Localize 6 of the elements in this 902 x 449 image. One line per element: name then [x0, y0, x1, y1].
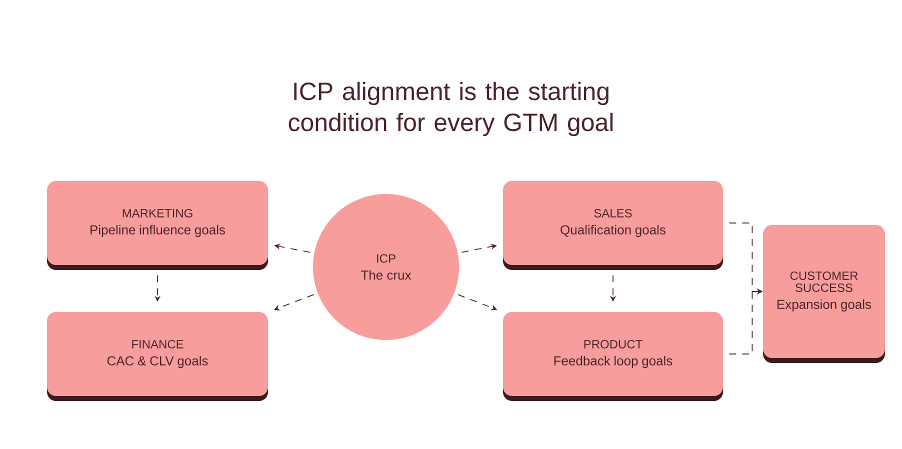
title: ICP alignment is the starting condition for every GTM goal	[288, 82, 613, 136]
goal-box: SALES Qualification goals	[503, 181, 723, 270]
goal-box: FINANCE CAC & CLV goals	[47, 312, 268, 401]
goal-box: MARKETING Pipeline influence goals	[47, 181, 268, 270]
goal-box: PRODUCT Feedback loop goals	[503, 312, 723, 401]
goal-box: CUSTOMER SUCCESS Expansion goals	[763, 225, 885, 363]
